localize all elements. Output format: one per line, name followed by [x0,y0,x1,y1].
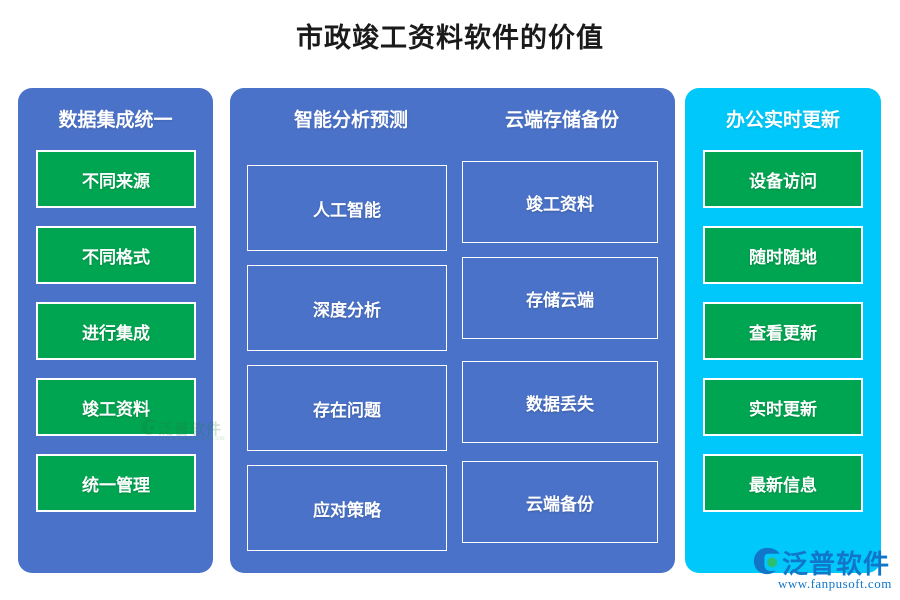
card-realtime-update[interactable]: 实时更新 [703,378,863,436]
card-store-in-cloud[interactable]: 存储云端 [462,257,658,339]
card-artificial-intelligence[interactable]: 人工智能 [247,165,447,251]
panel-analysis-and-cloud: 智能分析预测 云端存储备份 人工智能 深度分析 存在问题 应对策略 竣工资料 存… [230,88,675,573]
panel-header-data-integration: 数据集成统一 [58,110,173,131]
card-data-loss[interactable]: 数据丢失 [462,361,658,443]
card-latest-information[interactable]: 最新信息 [703,454,863,512]
card-anytime-anywhere[interactable]: 随时随地 [703,226,863,284]
card-existing-problems[interactable]: 存在问题 [247,365,447,451]
card-different-format[interactable]: 不同格式 [36,226,196,284]
card-completion-data[interactable]: 竣工资料 [36,378,196,436]
panel-header-cloud-storage: 云端存储备份 [504,110,619,131]
panel-data-integration: 数据集成统一 不同来源 不同格式 进行集成 竣工资料 统一管理 [18,88,213,573]
panel-realtime-update: 办公实时更新 设备访问 随时随地 查看更新 实时更新 最新信息 [685,88,881,573]
card-different-source[interactable]: 不同来源 [36,150,196,208]
card-perform-integration[interactable]: 进行集成 [36,302,196,360]
page-title: 市政竣工资料软件的价值 [296,23,604,53]
card-completion-data-cloud[interactable]: 竣工资料 [462,161,658,243]
panel-header-realtime-update: 办公实时更新 [725,110,840,131]
card-unified-management[interactable]: 统一管理 [36,454,196,512]
card-device-access[interactable]: 设备访问 [703,150,863,208]
panel-header-smart-analysis: 智能分析预测 [293,110,408,131]
watermark-url-text: www.fanpusoft.com [778,576,892,591]
card-response-strategy[interactable]: 应对策略 [247,465,447,551]
card-view-updates[interactable]: 查看更新 [703,302,863,360]
card-deep-analysis[interactable]: 深度分析 [247,265,447,351]
card-cloud-backup[interactable]: 云端备份 [462,461,658,543]
